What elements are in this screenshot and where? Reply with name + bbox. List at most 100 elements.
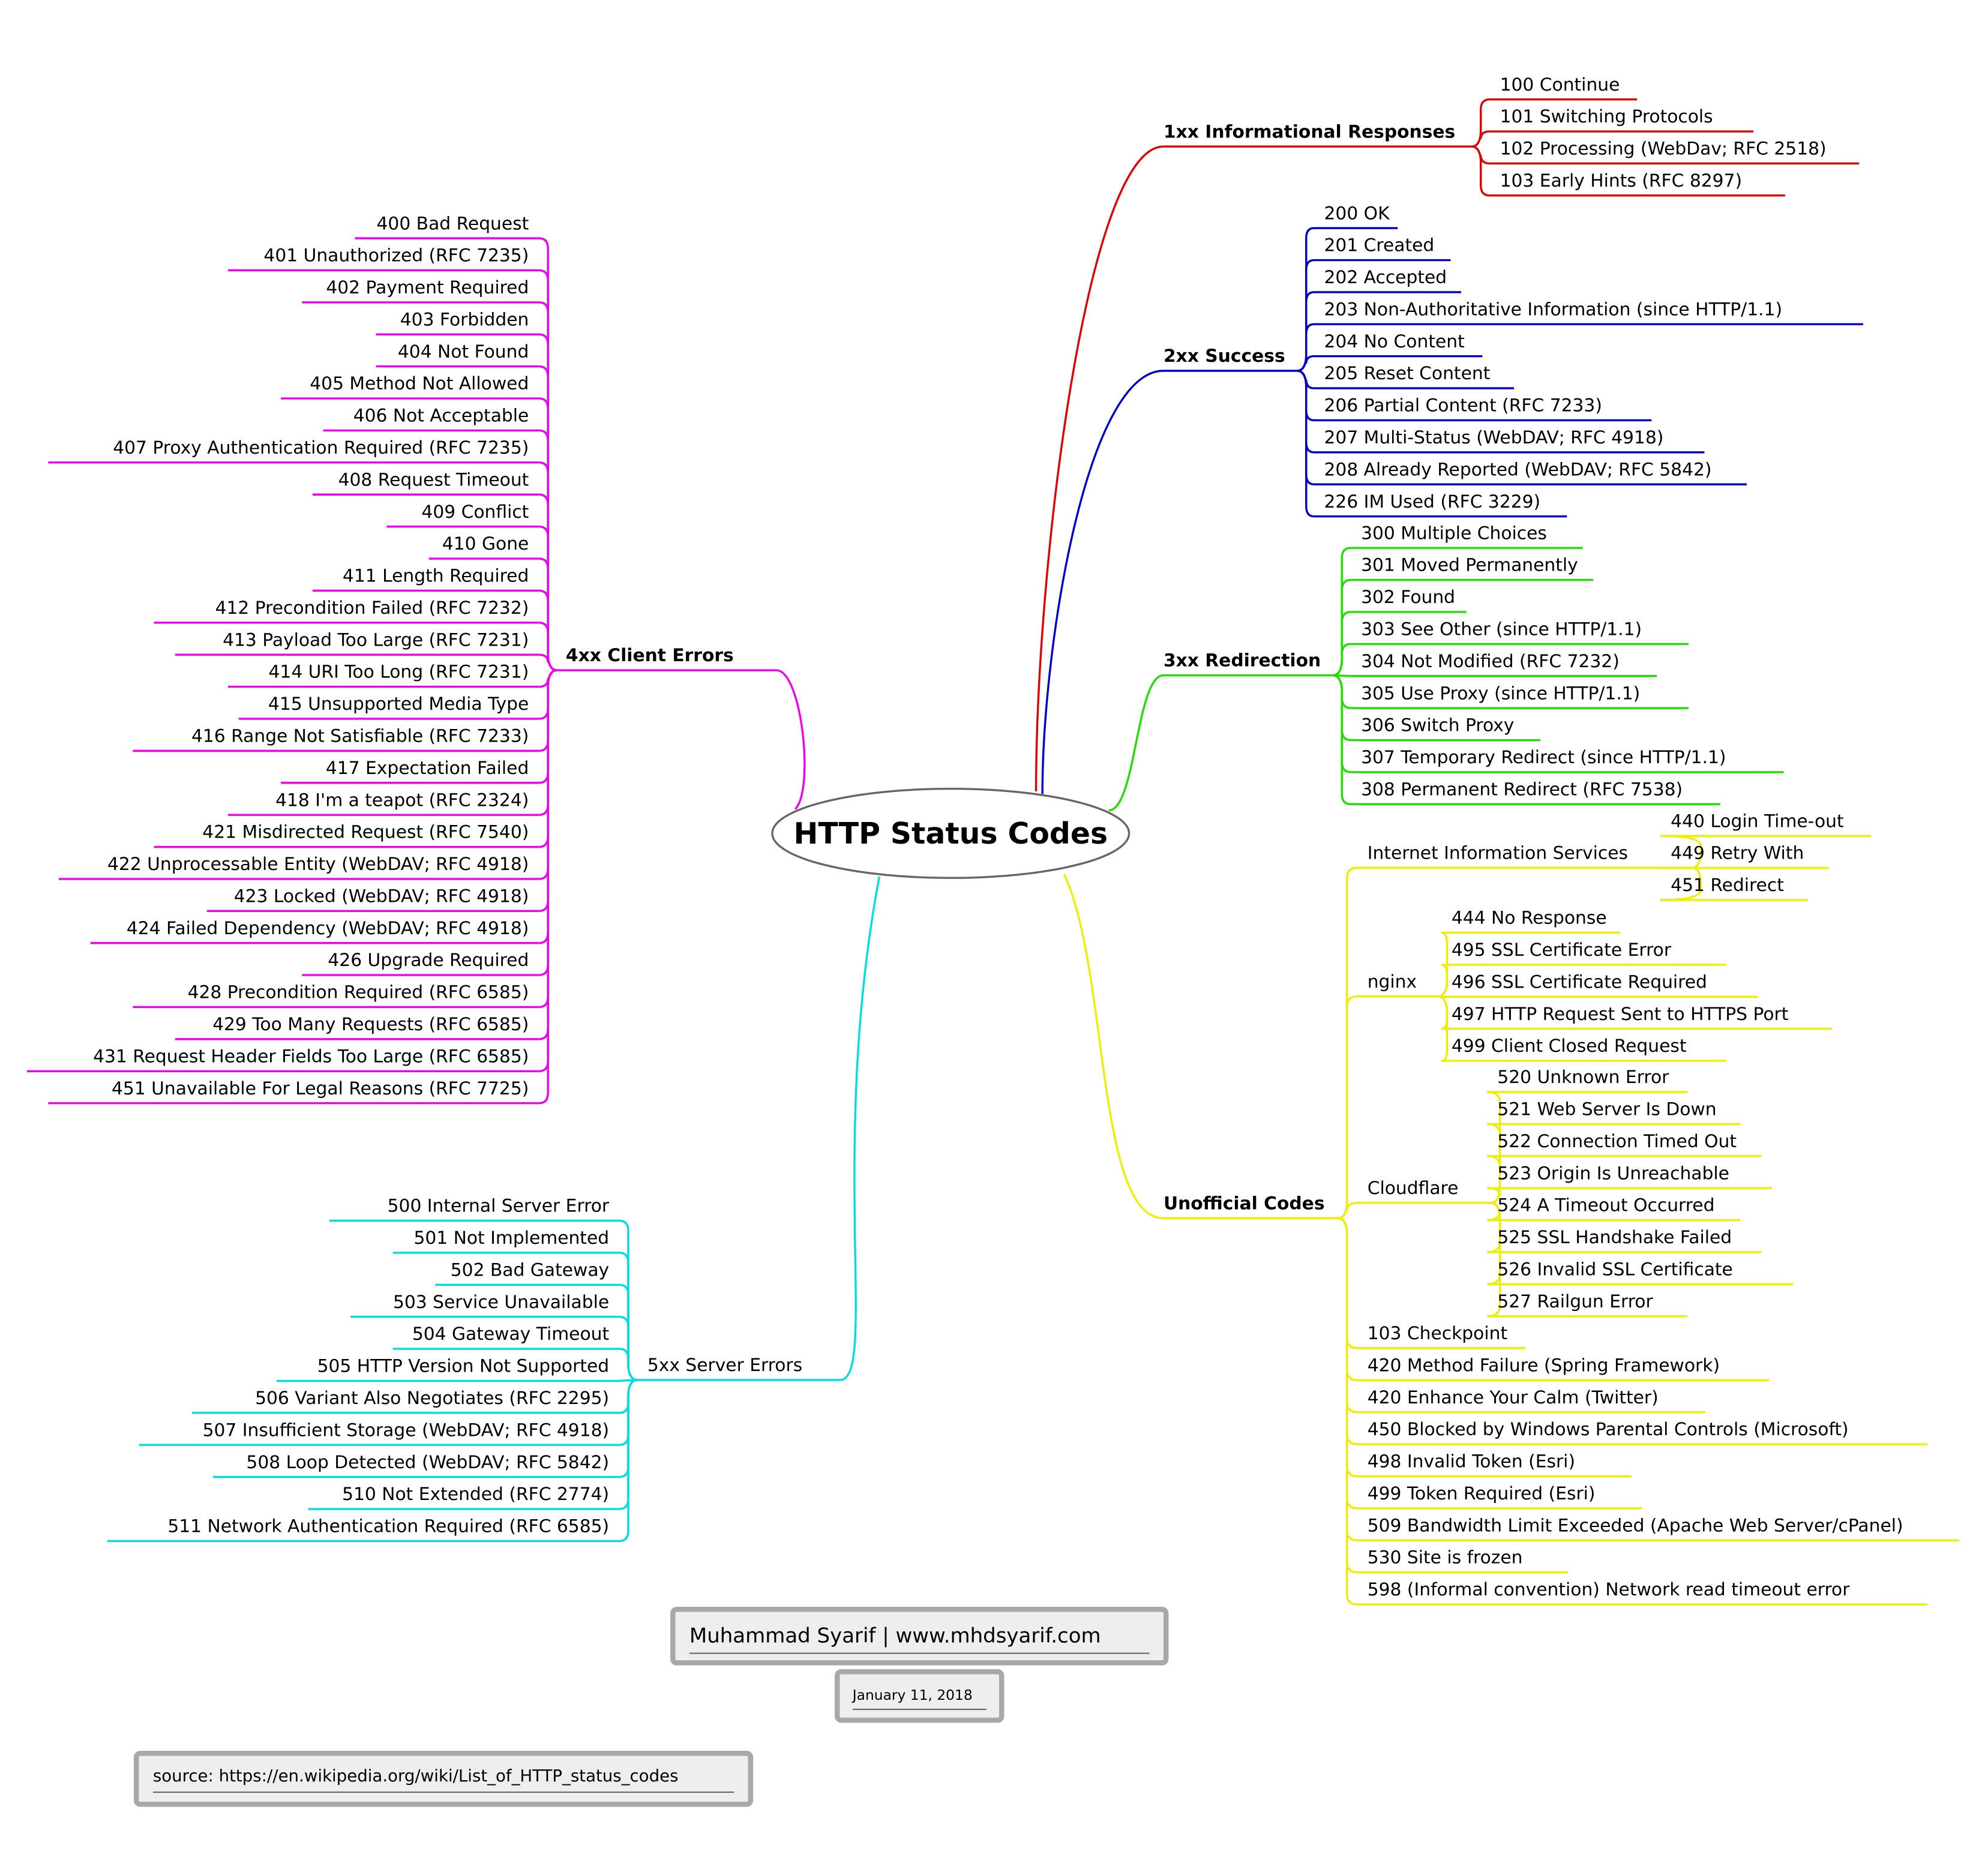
redirection-item-link-3 [1333,644,1351,675]
client-errors-item-418-i-m-a-teapot-rfc-2324: 418 I'm a teapot (RFC 2324) [275,790,529,811]
client-errors-item-423-locked-webdav-rfc-4918: 423 Locked (WebDAV; RFC 4918) [234,886,529,907]
client-errors-item-402-payment-required: 402 Payment Required [326,277,529,298]
redirection-item-303-see-other-since-http-1-1: 303 See Other (since HTTP/1.1) [1361,619,1642,640]
informational-item-102-processing-webdav-rfc-2518: 102 Processing (WebDav; RFC 2518) [1500,139,1827,160]
client-errors-item-411-length-required: 411 Length Required [343,566,529,587]
redirection-item-302-found: 302 Found [1361,587,1455,608]
client-errors-item-424-failed-dependency-webdav-rfc-4918: 424 Failed Dependency (WebDAV; RFC 4918) [127,918,529,939]
success-item-202-accepted: 202 Accepted [1324,267,1447,288]
client-errors-item-416-range-not-satisfiable-rfc-7233: 416 Range Not Satisfiable (RFC 7233) [191,726,529,747]
server-errors-item-501-not-implemented: 501 Not Implemented [413,1228,609,1249]
branch-server-errors: 5xx Server Errors [647,1355,802,1376]
client-errors-item-408-request-timeout: 408 Request Timeout [338,469,529,490]
client-errors-item-400-bad-request: 400 Bad Request [377,213,529,234]
informational-item-link-0 [1472,100,1490,147]
source-underline [153,1792,734,1793]
server-errors-item-505-http-version-not-supported: 505 HTTP Version Not Supported [317,1356,610,1377]
client-errors-item-426-upgrade-required: 426 Upgrade Required [328,950,529,971]
client-errors-item-409-conflict: 409 Conflict [421,502,529,523]
client-errors-item-410-gone: 410 Gone [442,533,529,554]
unofficial-item-450-blocked-by-windows-parental-controls-microsoft: 450 Blocked by Windows Parental Controls… [1368,1419,1849,1440]
group-internet-information-services: Internet Information Services [1368,842,1628,863]
redirection-item-300-multiple-choices: 300 Multiple Choices [1361,523,1547,544]
author-underline [689,1652,1150,1654]
unofficial-cloudflare-item-523-origin-is-unreachable: 523 Origin Is Unreachable [1497,1163,1729,1184]
client-errors-item-417-expectation-failed: 417 Expectation Failed [326,758,529,779]
server-errors-item-510-not-extended-rfc-2774: 510 Not Extended (RFC 2774) [342,1484,609,1505]
unofficial-internet-information-services-item-451-redirect: 451 Redirect [1671,875,1784,896]
unofficial-branch-link [1064,874,1164,1218]
unofficial-cloudflare-item-520-unknown-error: 520 Unknown Error [1497,1067,1669,1088]
unofficial-nginx-item-link-1 [1438,965,1447,997]
success-item-204-no-content: 204 No Content [1324,331,1465,352]
branch-unofficial: Unofficial Codes [1164,1193,1325,1214]
client-errors-item-link-13 [539,655,557,670]
server-errors-item-508-loop-detected-webdav-rfc-5842: 508 Loop Detected (WebDAV; RFC 5842) [246,1452,609,1473]
server-errors-item-500-internal-server-error: 500 Internal Server Error [388,1196,610,1217]
unofficial-nginx-item-495-ssl-certificate-error: 495 SSL Certificate Error [1452,940,1672,961]
success-item-206-partial-content-rfc-7233: 206 Partial Content (RFC 7233) [1324,395,1602,416]
central-topic-title: HTTP Status Codes [794,817,1108,851]
server-errors-item-504-gateway-timeout: 504 Gateway Timeout [412,1324,609,1345]
informational-item-101-switching-protocols: 101 Switching Protocols [1500,106,1713,127]
server-errors-branch-link [840,877,880,1380]
unofficial-cloudflare-item-525-ssl-handshake-failed: 525 SSL Handshake Failed [1497,1227,1732,1248]
unofficial-internet-information-services-item-449-retry-with: 449 Retry With [1671,843,1804,864]
unofficial-cloudflare-item-524-a-timeout-occurred: 524 A Timeout Occurred [1497,1195,1714,1216]
redirection-item-301-moved-permanently: 301 Moved Permanently [1361,555,1578,576]
informational-item-link-1 [1472,131,1490,146]
unofficial-cloudflare-item-522-connection-timed-out: 522 Connection Timed Out [1497,1131,1737,1152]
unofficial-nginx-item-497-http-request-sent-to-https-port: 497 HTTP Request Sent to HTTPS Port [1452,1004,1788,1025]
central-topic: HTTP Status Codes [772,789,1129,878]
redirection-branch-link [1109,676,1164,811]
informational-item-103-early-hints-rfc-8297: 103 Early Hints (RFC 8297) [1500,170,1742,191]
client-errors-item-406-not-acceptable: 406 Not Acceptable [353,406,529,427]
client-errors-item-421-misdirected-request-rfc-7540: 421 Misdirected Request (RFC 7540) [202,822,529,843]
client-errors-item-428-precondition-required-rfc-6585: 428 Precondition Required (RFC 6585) [188,982,529,1003]
client-errors-item-431-request-header-fields-too-large-rfc-6585: 431 Request Header Fields Too Large (RFC… [93,1046,529,1067]
informational-branch-link [1036,146,1164,791]
branch-redirection: 3xx Redirection [1164,650,1321,671]
unofficial-item-498-invalid-token-esri: 498 Invalid Token (Esri) [1368,1451,1575,1472]
server-errors-item-503-service-unavailable: 503 Service Unavailable [393,1292,609,1313]
unofficial-item-598-informal-convention-network-read-timeout-error: 598 (Informal convention) Network read t… [1368,1579,1850,1600]
client-errors-item-451-unavailable-for-legal-reasons-rfc-7725: 451 Unavailable For Legal Reasons (RFC 7… [112,1078,529,1099]
informational-item-link-3 [1472,146,1490,196]
server-errors-item-502-bad-gateway: 502 Bad Gateway [451,1259,609,1280]
date-label: January 11, 2018 [853,1687,973,1704]
redirection-item-308-permanent-redirect-rfc-7538: 308 Permanent Redirect (RFC 7538) [1361,779,1683,800]
unofficial-group-link-1 [1338,997,1357,1219]
client-errors-item-405-method-not-allowed: 405 Method Not Allowed [310,373,529,394]
unofficial-nginx-item-444-no-response: 444 No Response [1452,908,1607,929]
unofficial-group-link-2 [1338,1203,1357,1218]
unofficial-item-103-checkpoint: 103 Checkpoint [1368,1323,1507,1344]
client-errors-branch-link [776,670,805,809]
server-errors-item-507-insufficient-storage-webdav-rfc-4918: 507 Insufficient Storage (WebDAV; RFC 49… [203,1420,610,1441]
client-errors-item-413-payload-too-large-rfc-7231: 413 Payload Too Large (RFC 7231) [223,629,529,650]
unofficial-item-509-bandwidth-limit-exceeded-apache-web-server-cpanel: 509 Bandwidth Limit Exceeded (Apache Web… [1368,1515,1903,1536]
success-item-226-im-used-rfc-3229: 226 IM Used (RFC 3229) [1324,491,1541,512]
redirection-item-307-temporary-redirect-since-http-1-1: 307 Temporary Redirect (since HTTP/1.1) [1361,747,1726,768]
unofficial-internet-information-services-item-440-login-time-out: 440 Login Time-out [1671,811,1843,832]
redirection-item-305-use-proxy-since-http-1-1: 305 Use Proxy (since HTTP/1.1) [1361,683,1640,704]
informational-item-100-continue: 100 Continue [1500,74,1620,95]
client-errors-item-401-unauthorized-rfc-7235: 401 Unauthorized (RFC 7235) [263,245,529,266]
branch-informational: 1xx Informational Responses [1164,121,1455,142]
unofficial-cloudflare-item-526-invalid-ssl-certificate: 526 Invalid SSL Certificate [1497,1259,1733,1280]
client-errors-item-407-proxy-authentication-required-rfc-7235: 407 Proxy Authentication Required (RFC 7… [113,437,529,458]
success-item-203-non-authoritative-information-since-http-1-1: 203 Non-Authoritative Information (since… [1324,299,1783,320]
client-errors-item-429-too-many-requests-rfc-6585: 429 Too Many Requests (RFC 6585) [212,1014,529,1035]
group-cloudflare: Cloudflare [1368,1178,1459,1199]
server-errors-item-link-4 [619,1349,637,1380]
author-note: Muhammad Syarif | www.mhdsyarif.com [670,1607,1168,1666]
unofficial-cloudflare-item-521-web-server-is-down: 521 Web Server Is Down [1497,1099,1716,1120]
client-errors-item-412-precondition-failed-rfc-7232: 412 Precondition Failed (RFC 7232) [215,598,529,619]
unofficial-item-420-enhance-your-calm-twitter: 420 Enhance Your Calm (Twitter) [1368,1387,1659,1408]
author-credit: Muhammad Syarif | www.mhdsyarif.com [689,1624,1101,1648]
client-errors-item-404-not-found: 404 Not Found [398,341,529,362]
client-errors-item-link-12 [539,623,557,670]
source-link: source: https://en.wikipedia.org/wiki/Li… [153,1768,679,1787]
unofficial-item-530-site-is-frozen: 530 Site is frozen [1368,1547,1523,1568]
